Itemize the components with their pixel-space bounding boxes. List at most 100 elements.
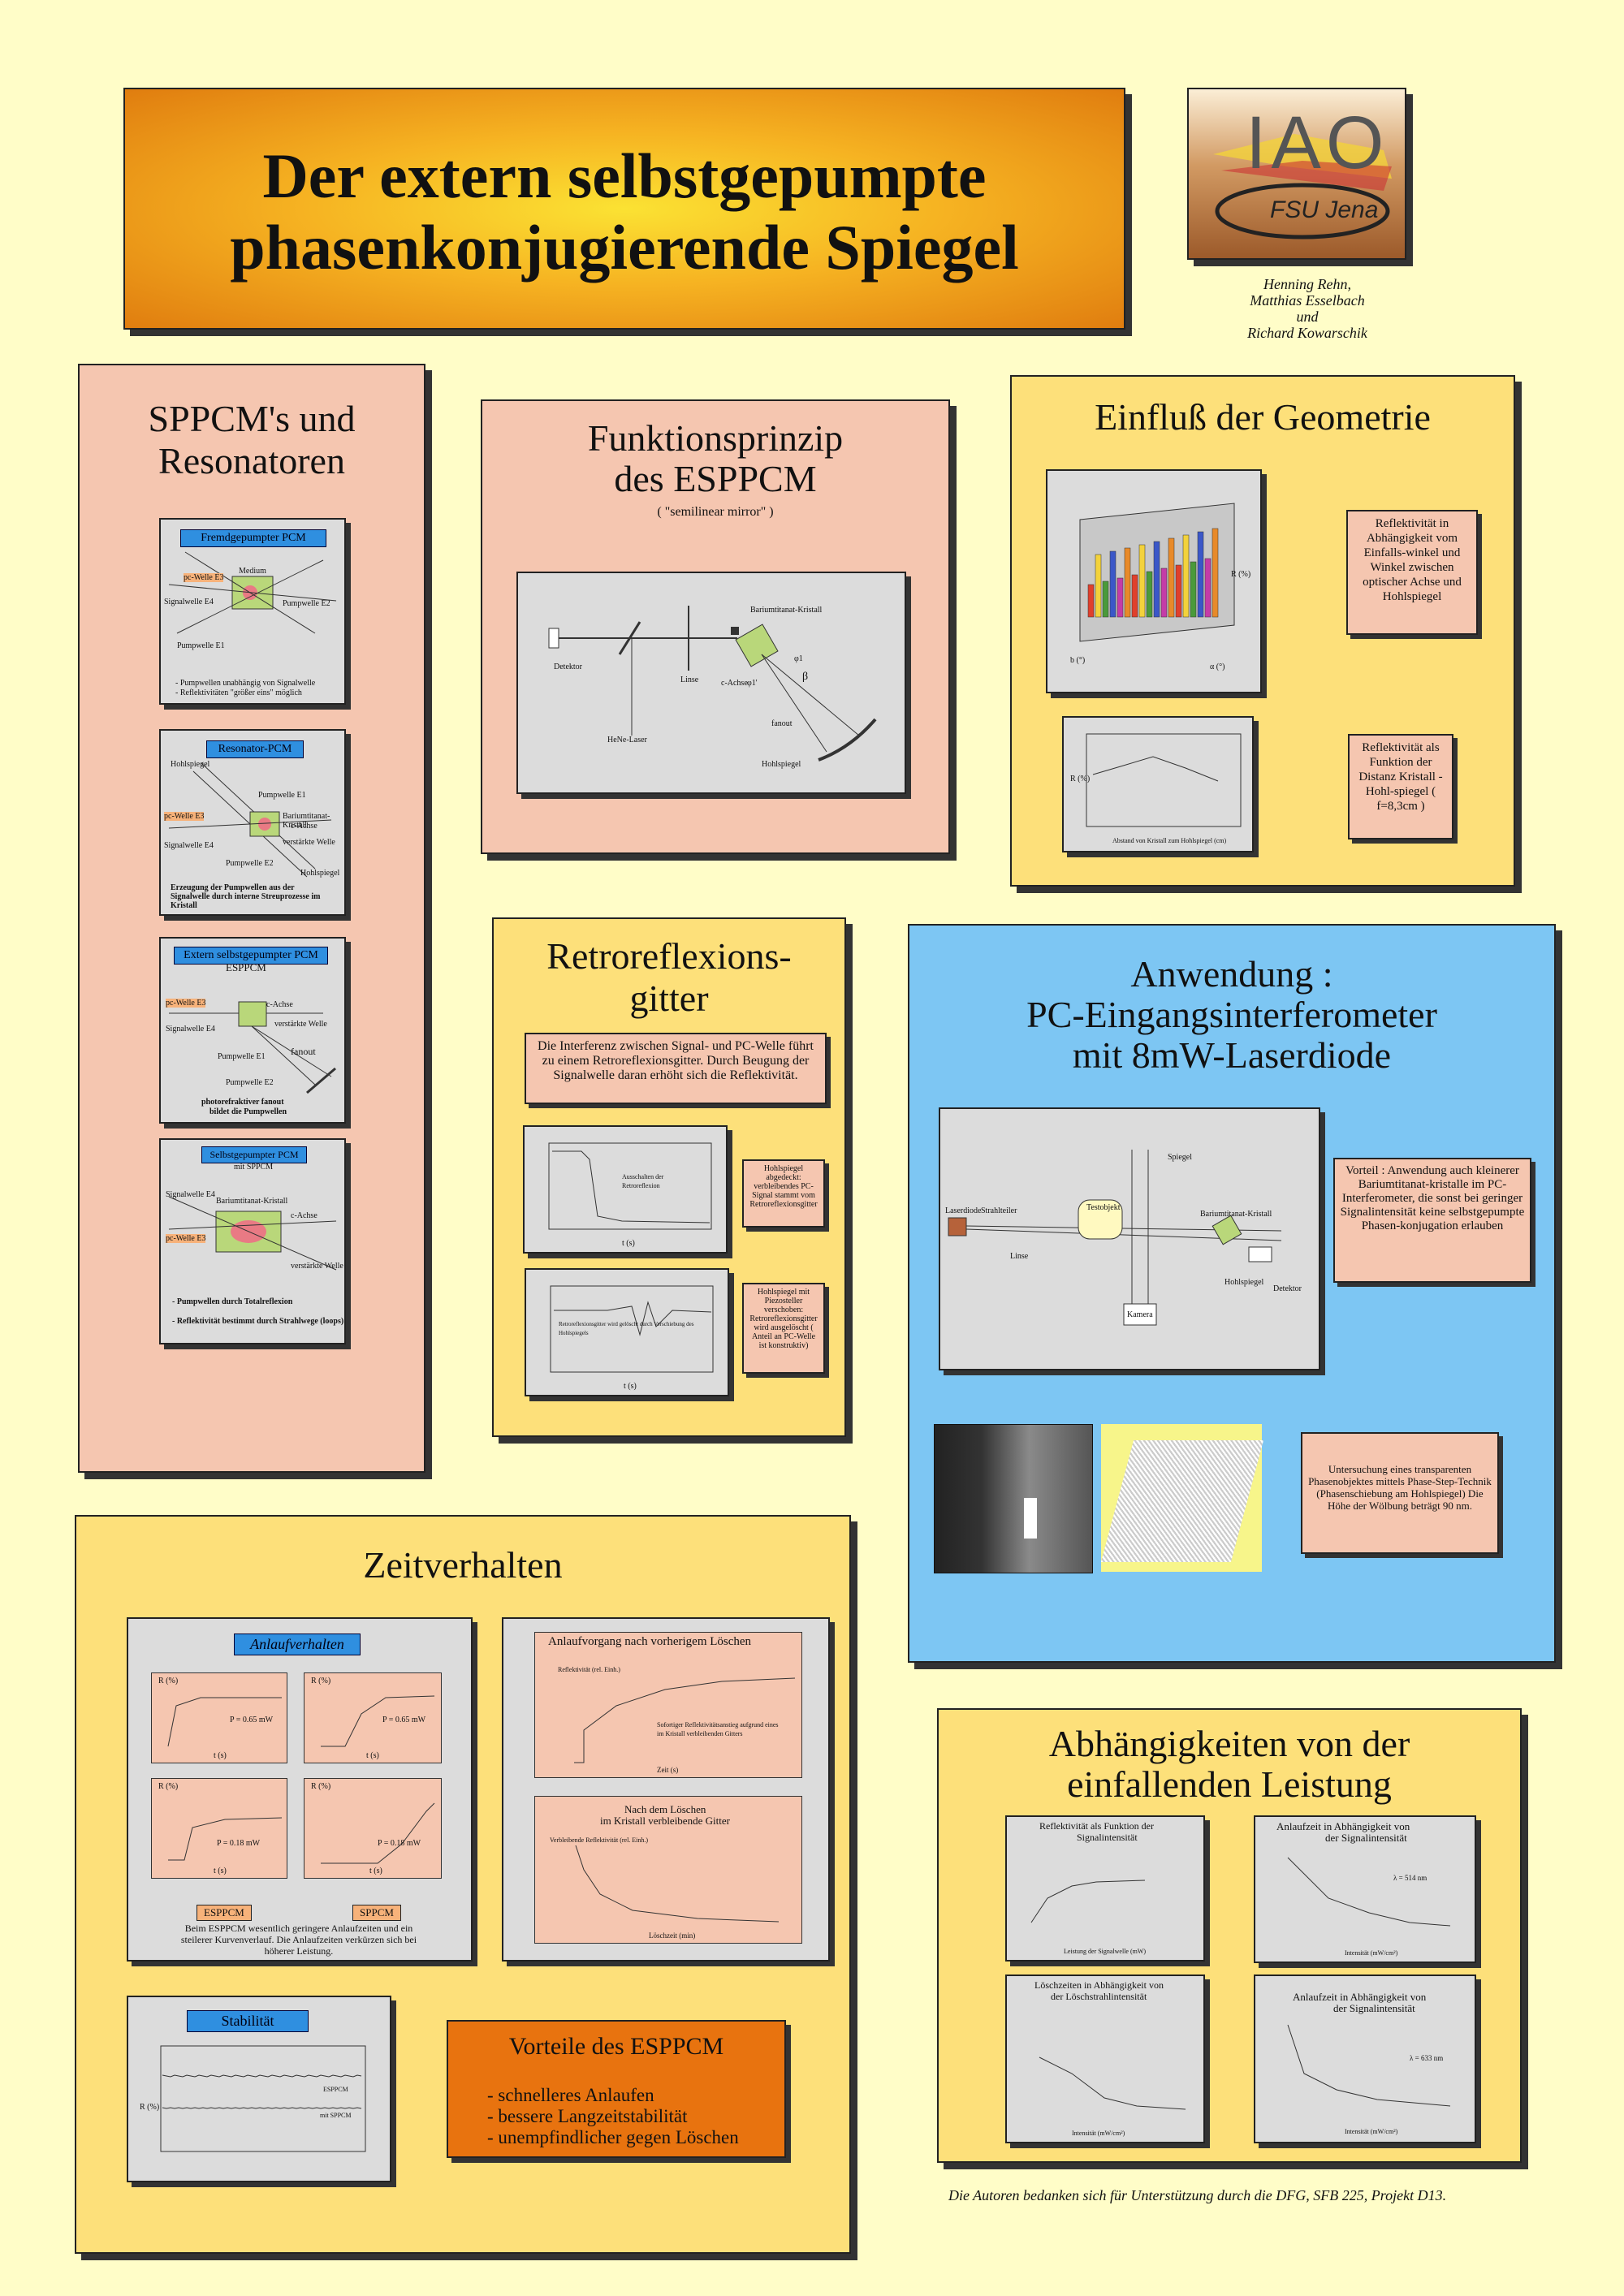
geo3d-svg xyxy=(1079,503,1235,642)
retro2-svg xyxy=(550,1285,714,1373)
author-and: und xyxy=(1296,309,1319,325)
anw-title-3: mit 8mW-Laserdiode xyxy=(1072,1034,1392,1076)
geo3d-bar xyxy=(1138,544,1146,618)
anw-phase-highlight xyxy=(1024,1498,1037,1539)
vorteile-1: - schnelleres Anlaufen xyxy=(487,2085,654,2105)
zeit-anlauf-note: Beim ESPPCM wesentlich geringere Anlaufz… xyxy=(180,1923,417,1957)
extern-signal: Signalwelle E4 xyxy=(166,1025,215,1034)
tag-self-2: mit SPPCM xyxy=(234,1163,274,1172)
lp3-title-1: Löschzeiten in Abhängigkeit von xyxy=(1034,1979,1164,1991)
zp4-t: t (s) xyxy=(369,1867,382,1875)
lp1-line xyxy=(1030,1880,1146,1923)
fremd-medium: Medium xyxy=(239,567,266,576)
zp2-p: P = 0.65 mW xyxy=(382,1716,426,1724)
nach-y: Verbleibende Reflektivität (rel. Einh.) xyxy=(550,1836,649,1844)
leistung-title-2: einfallenden Leistung xyxy=(1067,1763,1392,1805)
retro2-note: Retroreflexionsgitter wird gelöscht durc… xyxy=(559,1321,694,1336)
geo3d-bar xyxy=(1212,528,1219,618)
funktion-caxis: c-Achse xyxy=(721,679,748,688)
lp4-legend: λ = 633 nm xyxy=(1410,2054,1444,2062)
funktion-sub: ( "semilinear mirror" ) xyxy=(657,505,774,519)
author-1: Henning Rehn, xyxy=(1263,276,1351,292)
self-svg xyxy=(168,1196,337,1271)
extern-note-1: photorefraktiver fanout xyxy=(201,1098,284,1107)
lp4-title-2: der Signalintensität xyxy=(1333,2002,1415,2014)
reso-pump: Pumpwelle E1 xyxy=(258,791,306,800)
retro1-svg xyxy=(548,1142,712,1230)
geo3d-a-label: α (°) xyxy=(1210,662,1225,671)
author-2: Matthias Esselbach xyxy=(1250,292,1365,309)
lp2-x: Intensität (mW/cm²) xyxy=(1345,1949,1398,1957)
zeit-tag-esppcm: ESPPCM xyxy=(197,1905,252,1921)
anw-strahlteiler: Strahlteiler xyxy=(981,1206,1017,1215)
retro1-line xyxy=(552,1150,710,1224)
lp2-legend: λ = 514 nm xyxy=(1393,1874,1427,1882)
anw-setup-diagram: Laserdiode Spiegel Testobjekt Bariumtita… xyxy=(939,1107,1320,1370)
panel-leistung: Abhängigkeiten von der einfallenden Leis… xyxy=(937,1708,1522,2163)
fremd-svg xyxy=(168,551,337,634)
zeit-plot-4-line xyxy=(321,1802,435,1864)
reso-signal: Signalwelle E4 xyxy=(164,841,214,850)
retro-title-2: gitter xyxy=(629,978,709,1019)
panel-zeitverhalten: Zeitverhalten Anlaufverhalten R (%) P = … xyxy=(75,1515,851,2254)
fremd-note-2: - Reflektivitäten "größer eins" möglich xyxy=(175,688,302,697)
retro2-xlabel: t (s) xyxy=(624,1382,637,1391)
extern-fanout: fanout xyxy=(291,1046,316,1057)
nach-title-2: im Kristall verbleibende Gitter xyxy=(600,1815,730,1827)
self-verst: verstärkte Welle xyxy=(291,1262,343,1271)
lp4-title-1: Anlaufzeit in Abhängigkeit von xyxy=(1293,1991,1427,2003)
geo3d-bar xyxy=(1160,568,1168,618)
resonator-svg xyxy=(168,762,332,878)
stab-tag: Stabilität xyxy=(187,2010,309,2032)
fremd-signal: Signalwelle E4 xyxy=(164,598,214,606)
extern-pump2: Pumpwelle E2 xyxy=(226,1078,274,1087)
stab-line-a xyxy=(162,2074,362,2078)
nach-line xyxy=(575,1845,780,1923)
sppcm-title-2: Resonatoren xyxy=(158,440,345,481)
author-3: Richard Kowarschik xyxy=(1247,325,1367,341)
geo3d-bar xyxy=(1153,541,1160,618)
anw-laserdiode: Laserdiode xyxy=(945,1206,982,1215)
iao-logo: IAO FSU Jena xyxy=(1187,88,1406,260)
funktion-linse: Linse xyxy=(680,675,699,684)
vorteile-title: Vorteile des ESPPCM xyxy=(508,2033,724,2060)
zeit-right-box: Anlaufvorgang nach vorherigem Löschen Re… xyxy=(502,1617,830,1962)
zeit-plot-2: R (%) P = 0.65 mW t (s) xyxy=(304,1672,442,1763)
retro1-note: Ausschalten der Retroreflexion xyxy=(622,1173,664,1189)
zeit-plot-1-line xyxy=(167,1697,282,1747)
anw-untersuchung: Untersuchung eines transparenten Phaseno… xyxy=(1301,1432,1499,1554)
self-pc: pc-Welle E3 xyxy=(166,1234,206,1243)
geometrie-box-1: Reflektivität in Abhängigkeit vom Einfal… xyxy=(1346,510,1478,635)
fremd-pump2: Pumpwelle E2 xyxy=(283,599,330,608)
leistung-plot-3: Löschzeiten in Abhängigkeit von der Lösc… xyxy=(1005,1974,1205,2143)
geodist-line xyxy=(1092,756,1219,782)
reso-verst: verstärkte Welle xyxy=(283,838,335,847)
logo-main: IAO xyxy=(1246,101,1389,184)
geo3d-bar xyxy=(1190,561,1197,618)
funktion-fanout: fanout xyxy=(771,719,793,728)
reso-caxis: c-Achse xyxy=(291,822,317,831)
geo3d-bar xyxy=(1146,571,1153,618)
stab-y: R (%) xyxy=(140,2103,160,2112)
zp3-p: P = 0.18 mW xyxy=(217,1839,261,1848)
retro-chart-1: Ausschalten der Retroreflexion t (s) xyxy=(523,1125,728,1254)
zeit-plot-2-line xyxy=(321,1695,435,1747)
leistung-plot-1: Reflektivität als Funktion der Signalint… xyxy=(1005,1815,1205,1962)
reso-pump2: Pumpwelle E2 xyxy=(226,859,274,868)
reso-hohl1: Hohlspiegel xyxy=(171,760,210,769)
authors: Henning Rehn, Matthias Esselbach und Ric… xyxy=(1202,276,1413,341)
footer-acknowledgement: Die Autoren bedanken sich für Unterstütz… xyxy=(948,2187,1447,2203)
zp4-r: R (%) xyxy=(311,1782,331,1791)
fremd-pc: pc-Welle E3 xyxy=(184,573,224,582)
zeit-anlauf-tag: Anlaufverhalten xyxy=(234,1634,361,1655)
diagram-fremdgepumpt: Fremdgepumpter PCM pc-Welle E3 Medium Si… xyxy=(159,518,346,705)
lp4-x: Intensität (mW/cm²) xyxy=(1345,2128,1398,2135)
nach-x: Löschzeit (min) xyxy=(649,1931,696,1940)
reso-note: Erzeugung der Pumpwellen aus der Signalw… xyxy=(171,883,321,910)
anw-kristall: Bariumtitanat-Kristall xyxy=(1200,1210,1272,1219)
anw-objekt: Testobjekt xyxy=(1086,1203,1121,1212)
funktion-detektor: Detektor xyxy=(554,662,582,671)
geometrie-3d-chart: R (%) b (°) α (°) xyxy=(1046,469,1262,693)
diagram-selbstgepumpt: Selbstgepumpter PCM mit SPPCM Signalwell… xyxy=(159,1138,346,1344)
geo3d-bar xyxy=(1168,537,1175,618)
